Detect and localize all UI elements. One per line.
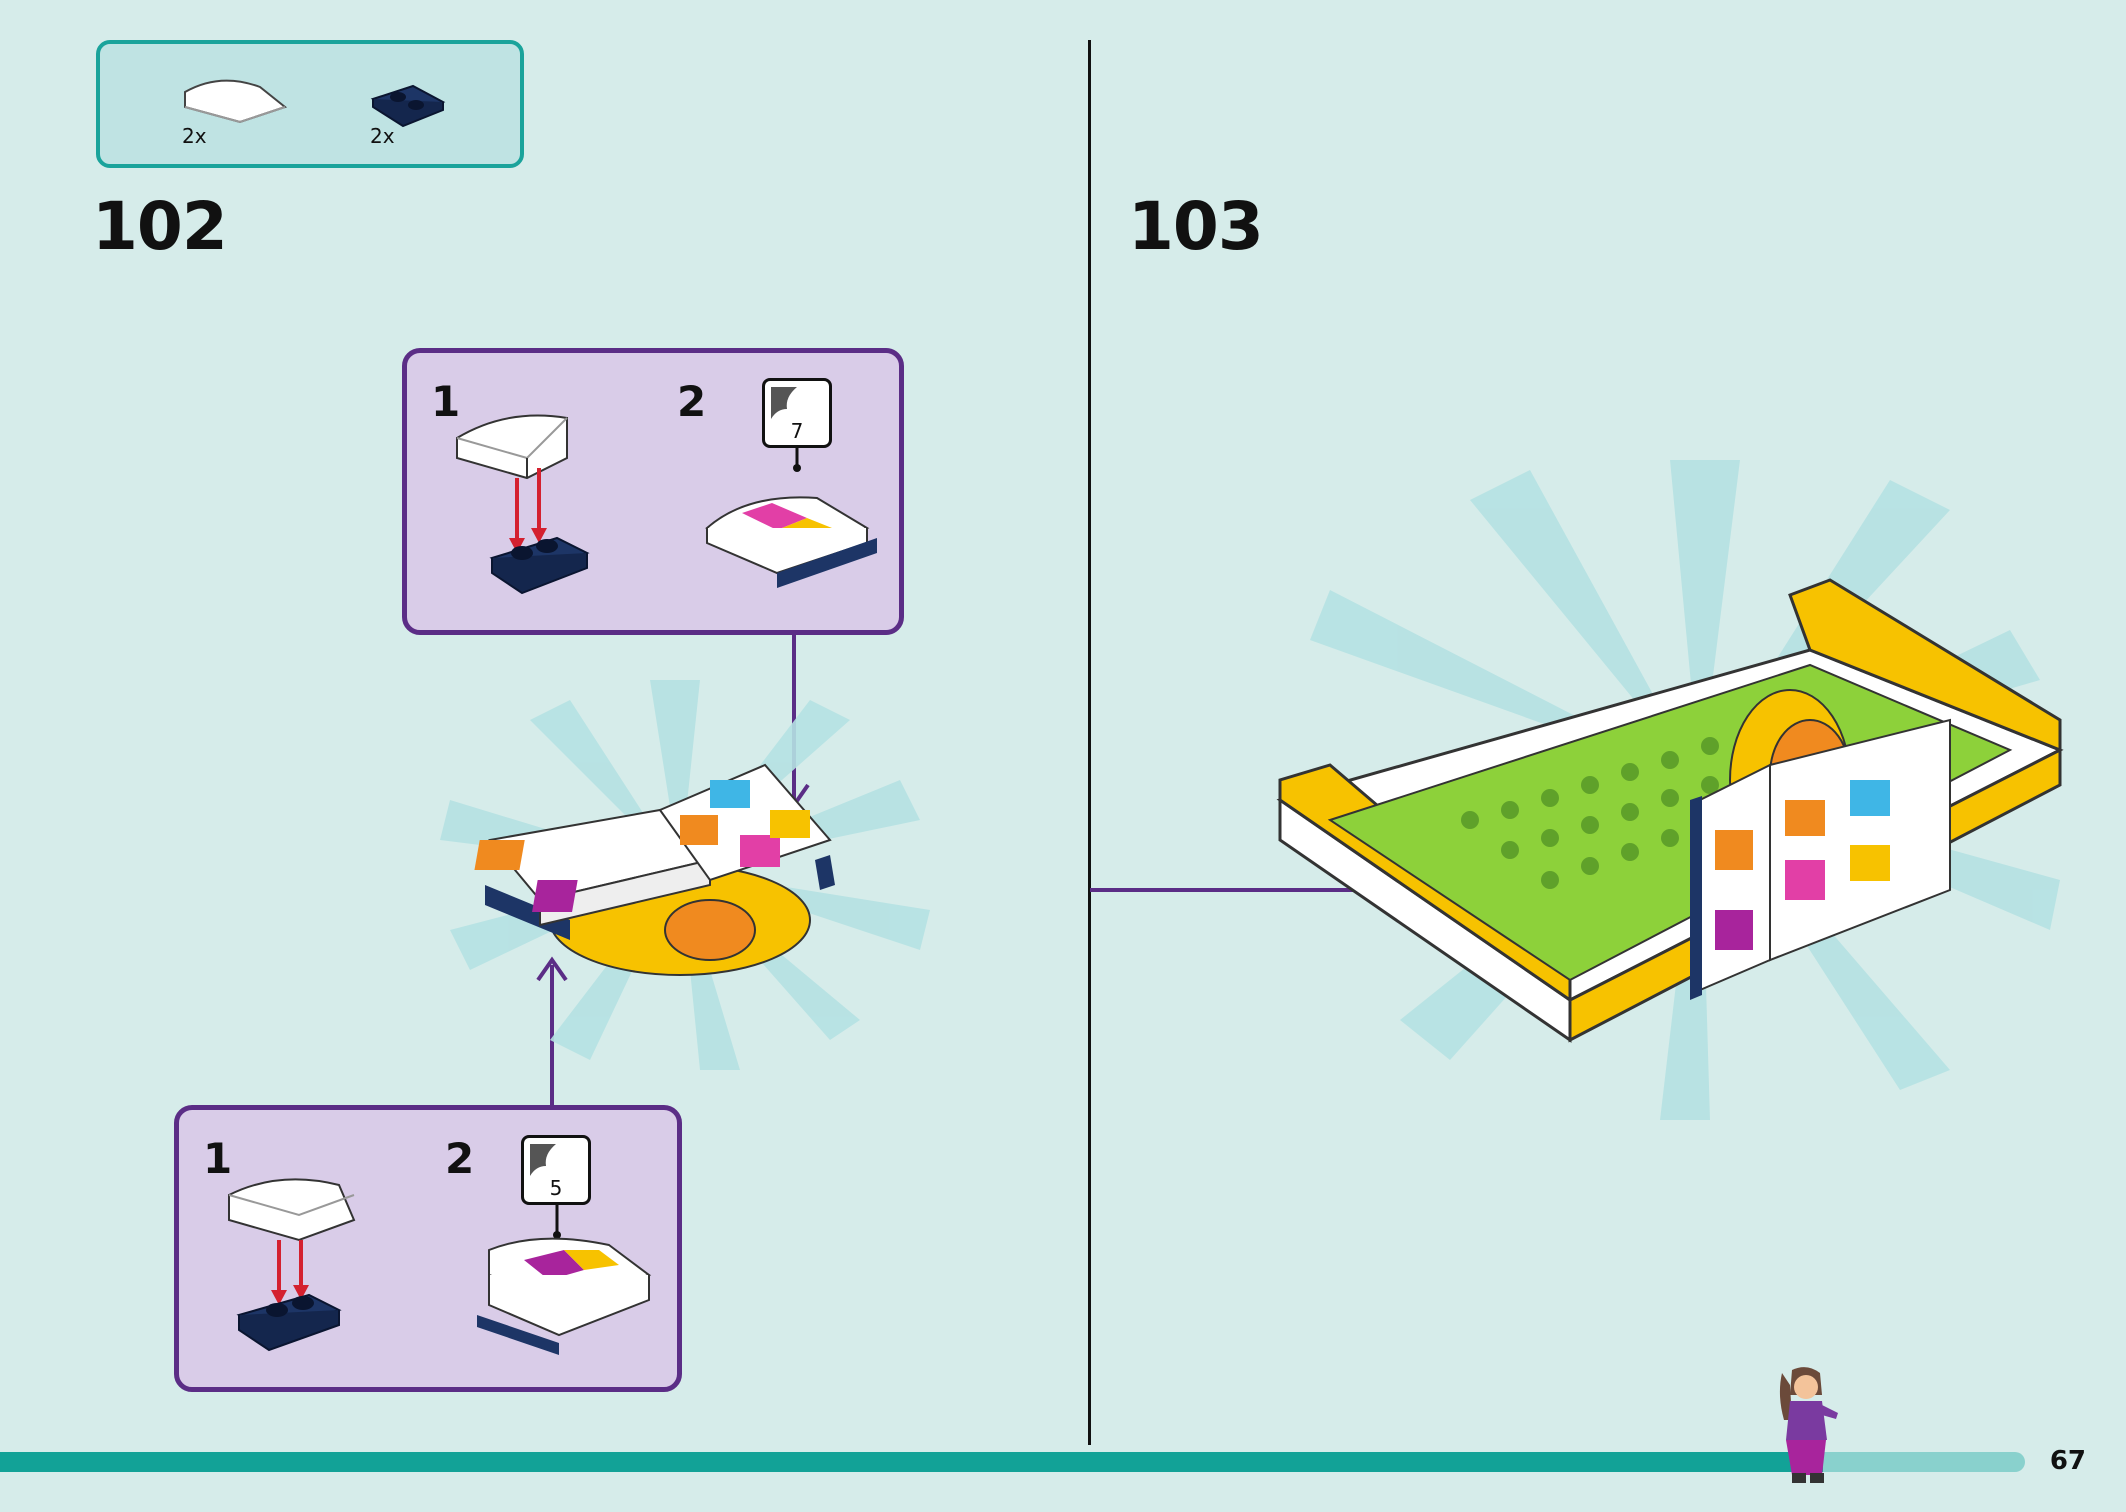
substep-2-label: 2	[677, 377, 707, 426]
step-102-model-illustration	[440, 680, 930, 1070]
step-number-102: 102	[92, 188, 228, 265]
substep-2-illustration	[477, 1205, 652, 1355]
subassembly-callout-top: 1 2 7	[402, 348, 904, 635]
parts-list-box: 2x 2x	[96, 40, 524, 168]
sticker-sheet-icon-7: 7	[762, 378, 832, 448]
sticker-sheet-icon-5: 5	[521, 1135, 591, 1205]
white-curved-slope-icon	[184, 79, 288, 124]
part-qty-white-slope: 2x	[182, 124, 207, 148]
substep-1-label: 1	[431, 377, 461, 426]
substep-1-label: 1	[203, 1134, 233, 1183]
page-number: 67	[2049, 1446, 2086, 1476]
navy-plate-icon	[370, 84, 446, 128]
substep-2-label: 2	[445, 1134, 475, 1183]
substep-1-illustration	[228, 1178, 356, 1352]
minifigure-icon	[1779, 1367, 1838, 1483]
substep-1-illustration	[456, 414, 590, 595]
step-103-model-illustration	[1276, 460, 2064, 1120]
subassembly-callout-bottom: 1 2 5	[174, 1105, 682, 1392]
step-number-103: 103	[1128, 188, 1264, 265]
sticker-number-5: 5	[549, 1176, 563, 1200]
sticker-number-7: 7	[790, 419, 804, 443]
substep-2-illustration	[705, 448, 877, 588]
page-divider	[1088, 40, 1091, 1445]
part-qty-navy-plate: 2x	[370, 124, 395, 148]
progress-bar-fill	[0, 1452, 1823, 1472]
